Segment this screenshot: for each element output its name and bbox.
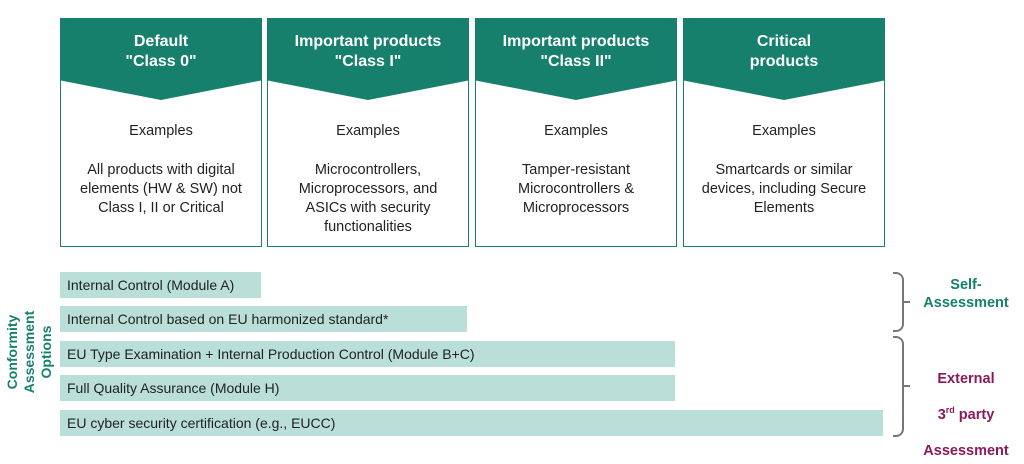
external-line1: External bbox=[937, 371, 995, 387]
card-critical: Critical products Examples Smartcards or… bbox=[683, 18, 885, 247]
card-class-ii: Important products "Class II" Examples T… bbox=[475, 18, 677, 247]
card-title-line1: Important products bbox=[294, 33, 442, 50]
card-description: Microcontrollers, Microprocessors, and A… bbox=[298, 162, 438, 235]
card-title-line2: "Class 0" bbox=[125, 53, 197, 70]
card-examples-heading: Examples bbox=[544, 123, 608, 139]
self-assessment-bracket-tick bbox=[902, 301, 910, 303]
card-title-line1: Critical bbox=[756, 33, 812, 50]
card-header: Critical products bbox=[683, 18, 885, 100]
card-title-line1: Important products bbox=[502, 33, 650, 50]
card-class-i: Important products "Class I" Examples Mi… bbox=[267, 18, 469, 247]
external-party: party bbox=[954, 407, 995, 423]
option-bar-module-bc: EU Type Examination + Internal Productio… bbox=[60, 341, 675, 367]
external-assessment-bracket-tick bbox=[902, 385, 910, 387]
card-description: Tamper-resistant Microcontrollers & Micr… bbox=[517, 162, 635, 216]
self-assessment-label: Self- Assessment bbox=[923, 277, 1009, 311]
card-examples-heading: Examples bbox=[752, 123, 816, 139]
card-examples-heading: Examples bbox=[336, 123, 400, 139]
card-description: All products with digital elements (HW &… bbox=[80, 162, 242, 216]
external-assessment-label: External 3rd party Assessment bbox=[912, 352, 1020, 460]
card-examples-heading: Examples bbox=[129, 123, 193, 139]
card-header: Default "Class 0" bbox=[60, 18, 262, 100]
card-class-0: Default "Class 0" Examples All products … bbox=[60, 18, 262, 247]
card-title-line1: Default bbox=[133, 33, 189, 50]
option-bar-harmonized-standard: Internal Control based on EU harmonized … bbox=[60, 306, 467, 332]
card-header: Important products "Class I" bbox=[267, 18, 469, 100]
card-title-line2: "Class II" bbox=[540, 53, 612, 70]
external-line3: Assessment bbox=[923, 443, 1009, 459]
conformity-assessment-label: Conformity Assessment Options bbox=[4, 310, 54, 394]
option-bar-module-a: Internal Control (Module A) bbox=[60, 272, 261, 298]
option-bar-eucc: EU cyber security certification (e.g., E… bbox=[60, 410, 883, 436]
card-description: Smartcards or similar devices, including… bbox=[701, 162, 867, 216]
card-header: Important products "Class II" bbox=[475, 18, 677, 100]
external-sup: rd bbox=[945, 405, 955, 416]
card-title-line2: "Class I" bbox=[334, 53, 402, 70]
external-num: 3 bbox=[937, 407, 946, 423]
card-title-line2: products bbox=[749, 53, 819, 70]
option-bar-module-h: Full Quality Assurance (Module H) bbox=[60, 375, 675, 401]
